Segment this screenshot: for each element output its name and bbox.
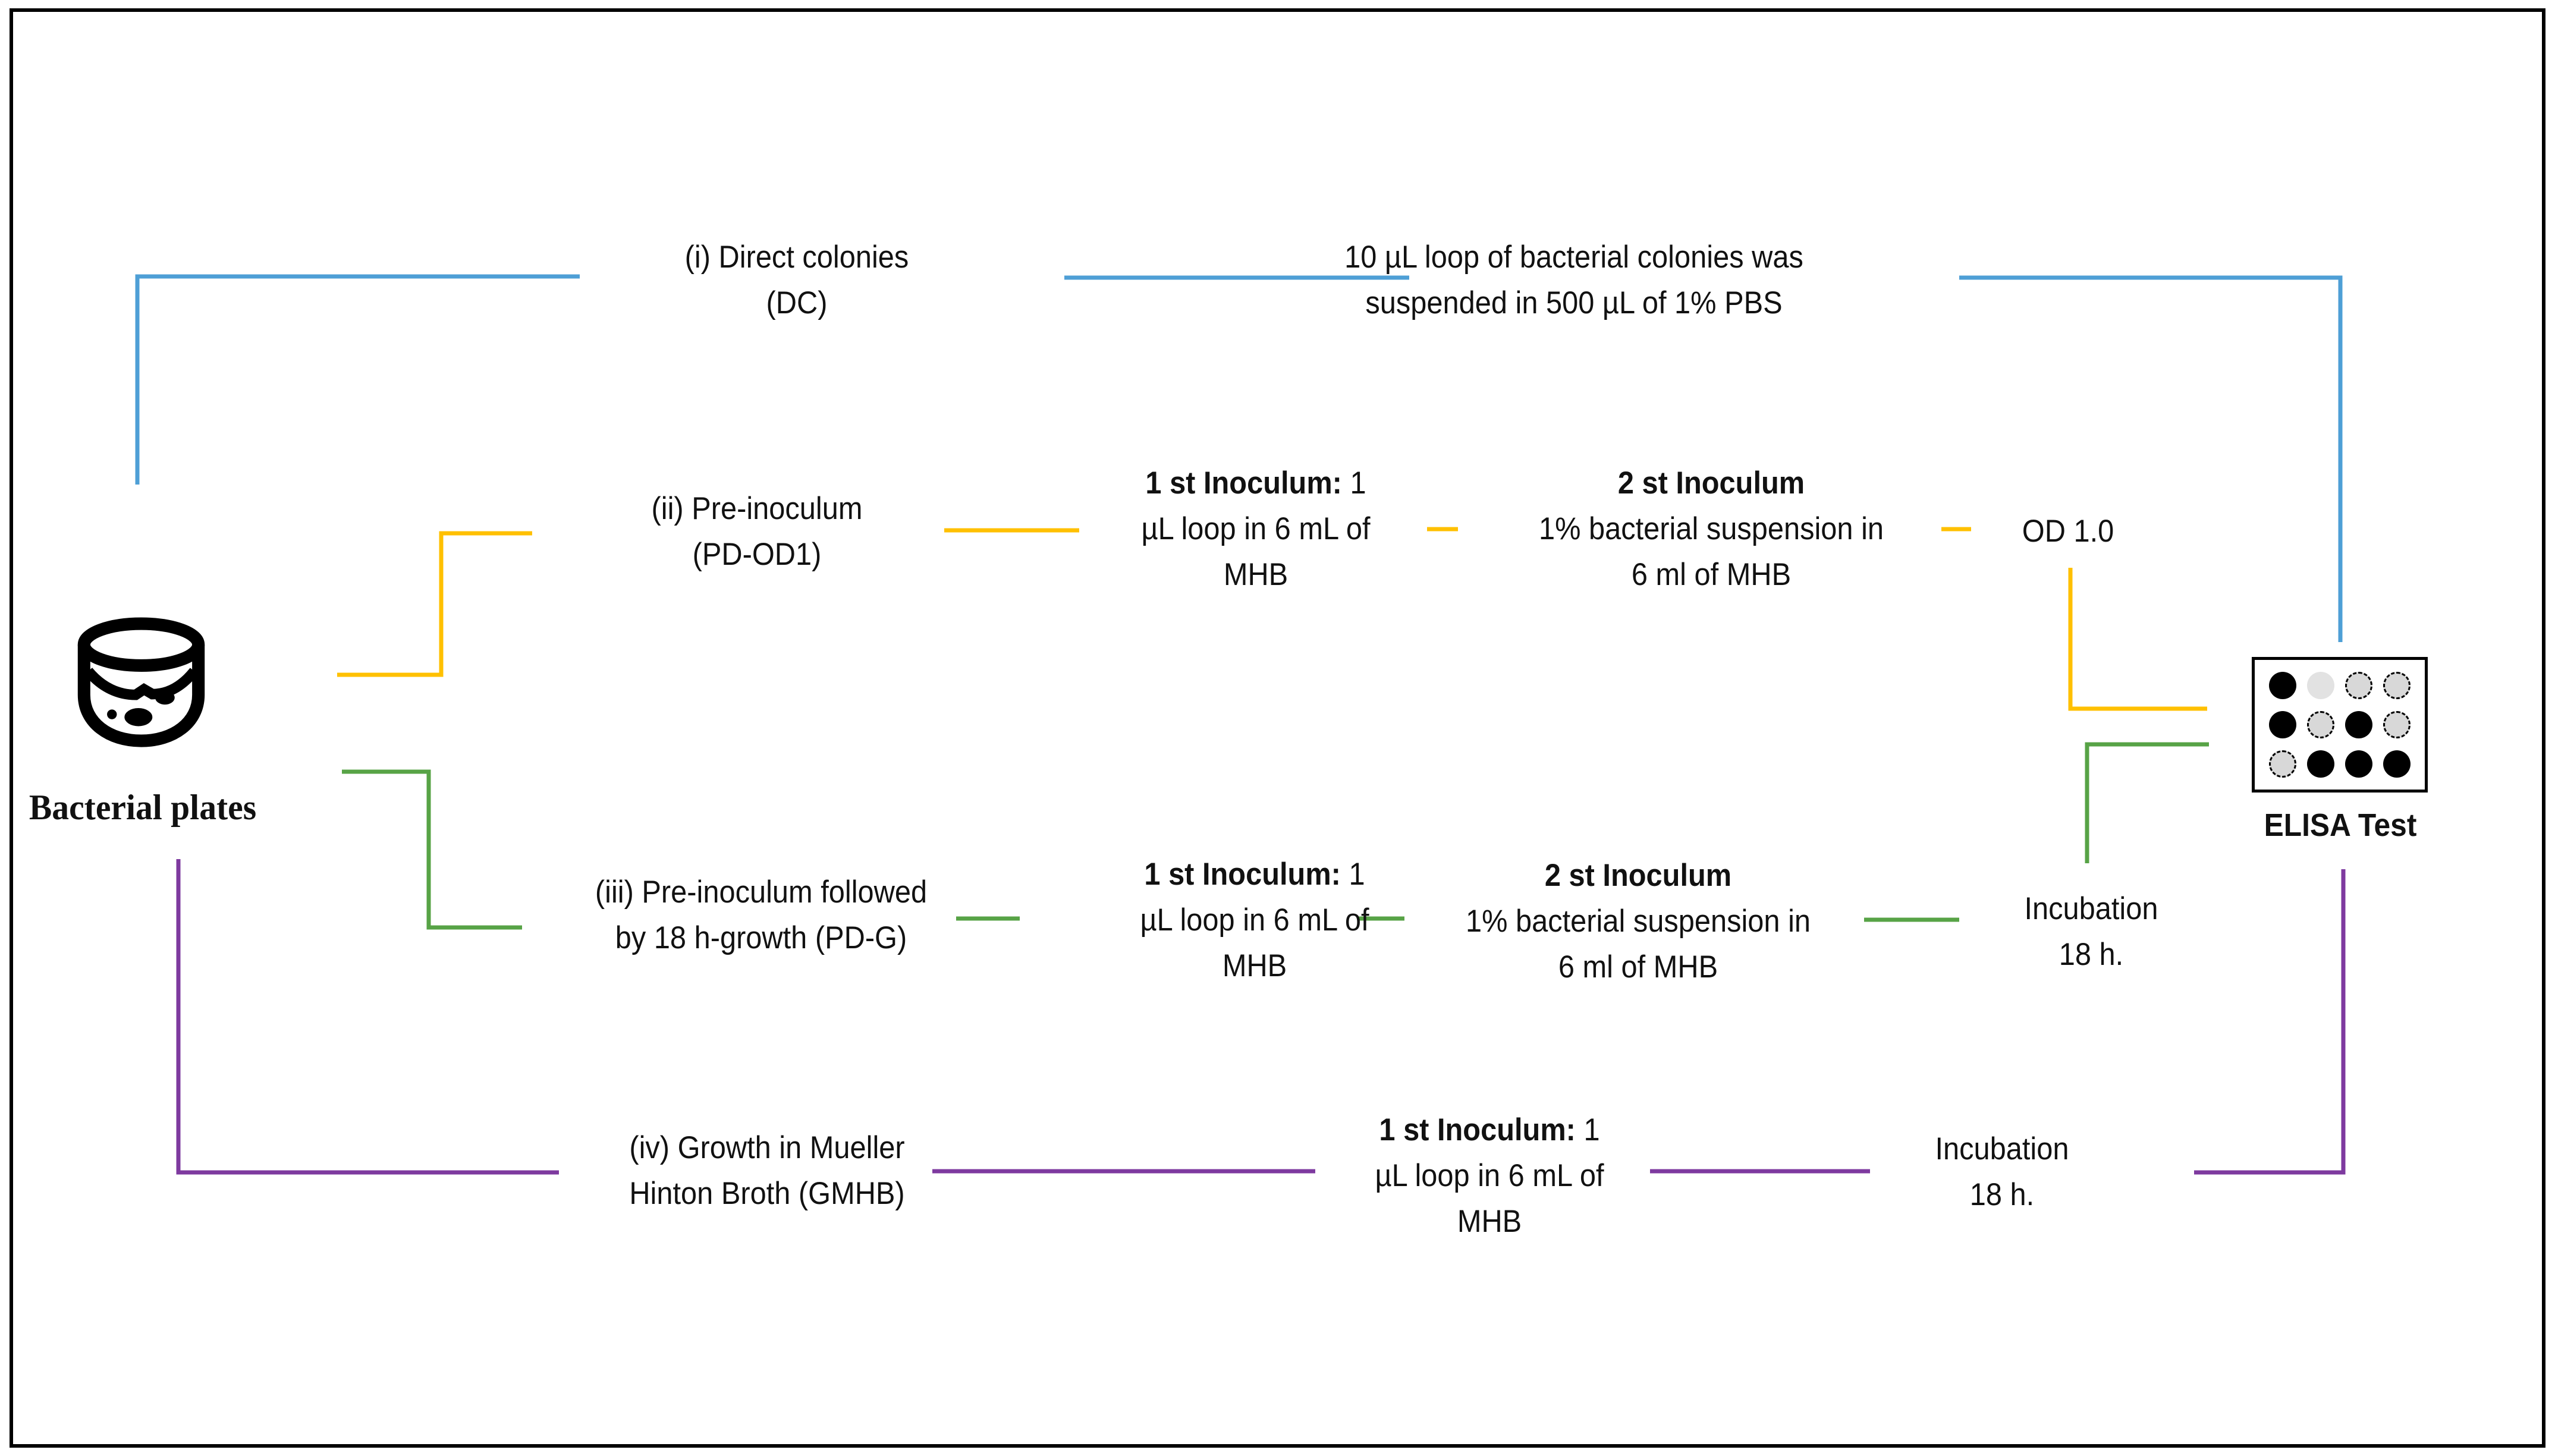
row-iv-step1-line2: µL loop in 6 mL of [1375, 1158, 1604, 1193]
row-iv-incubation: Incubation 18 h. [1935, 1126, 2069, 1218]
row-i-result-line1: 10 µL loop of bacterial colonies was [1344, 240, 1803, 275]
row-iii-label: (iii) Pre-inoculum followed by 18 h-grow… [595, 869, 927, 961]
row-ii-od: OD 1.0 [2022, 514, 2114, 549]
row-ii-step1-heading-rest: 1 [1341, 466, 1366, 501]
row-ii-label: (ii) Pre-inoculum (PD-OD1) [652, 486, 863, 577]
row-i-label: (i) Direct colonies (DC) [685, 234, 909, 326]
arrow-i-from-plates [135, 274, 580, 485]
arrow-iv-to-elisa [2194, 869, 2346, 1175]
row-iv-label: (iv) Growth in Mueller Hinton Broth (GMH… [629, 1125, 904, 1216]
elisa-well-black [2345, 750, 2372, 778]
row-iii-step1-line2: µL loop in 6 mL of [1140, 902, 1369, 938]
row-ii-label-line2: (PD-OD1) [692, 537, 822, 572]
row-iii-step1: 1 st Inoculum: 1 µL loop in 6 mL of MHB [1140, 851, 1369, 989]
elisa-test-label: ELISA Test [2264, 807, 2417, 843]
diagram-border [10, 8, 2545, 1448]
row-iii-step2-line2: 1% bacterial suspension in [1465, 904, 1811, 939]
row-iii-label-line2: by 18 h-growth (PD-G) [615, 920, 907, 955]
row-iv-label-line2: Hinton Broth (GMHB) [629, 1176, 905, 1211]
elisa-well-dashed [2307, 711, 2334, 738]
row-i-label-line1: (i) Direct colonies [684, 240, 909, 275]
row-iv-step1: 1 st Inoculum: 1 µL loop in 6 mL of MHB [1375, 1107, 1604, 1244]
elisa-well-dashed [2345, 672, 2372, 699]
row-ii-step2: 2 st Inoculum 1% bacterial suspension in… [1539, 460, 1884, 598]
elisa-well-dashed [2269, 750, 2296, 778]
elisa-well-gray [2307, 672, 2334, 699]
row-iv-step1-heading: 1 st Inoculum: [1379, 1112, 1576, 1147]
elisa-well-dashed [2383, 711, 2411, 738]
arrow-iii-from-plates [342, 769, 522, 930]
elisa-well-dashed [2383, 672, 2411, 699]
row-iv-incubation-line1: Incubation [1935, 1131, 2069, 1166]
row-iii-step2-heading: 2 st Inoculum [1544, 858, 1732, 893]
row-ii-label-line1: (ii) Pre-inoculum [651, 491, 863, 526]
row-iv-step1-line3: MHB [1457, 1204, 1522, 1239]
row-iii-label-line1: (iii) Pre-inoculum followed [595, 875, 928, 910]
row-iv-label-line1: (iv) Growth in Mueller [629, 1130, 905, 1165]
row-iii-incubation-line2: 18 h. [2059, 937, 2124, 972]
row-ii-step1-line3: MHB [1223, 557, 1289, 592]
elisa-well-black [2345, 711, 2372, 738]
row-ii-step2-line2: 1% bacterial suspension in [1538, 511, 1884, 546]
row-ii-step1-line2: µL loop in 6 mL of [1141, 511, 1371, 546]
petri-dish-icon [77, 617, 205, 747]
row-ii-step1-heading: 1 st Inoculum: [1145, 466, 1342, 501]
row-i-result-line2: suspended in 500 µL of 1% PBS [1365, 285, 1783, 320]
row-ii-step2-line3: 6 ml of MHB [1631, 557, 1792, 592]
row-iii-incubation: Incubation 18 h. [2024, 886, 2158, 977]
row-i-label-line2: (DC) [766, 285, 828, 320]
elisa-well-black [2269, 711, 2296, 738]
row-iii-step2-line3: 6 ml of MHB [1558, 949, 1718, 985]
row-iv-step1-heading-rest: 1 [1575, 1112, 1600, 1147]
row-i-result: 10 µL loop of bacterial colonies was sus… [1344, 234, 1803, 326]
elisa-well-black [2383, 750, 2411, 778]
elisa-well-black [2307, 750, 2334, 778]
elisa-well-black [2269, 672, 2296, 699]
row-ii-step2-heading: 2 st Inoculum [1617, 466, 1805, 501]
arrow-iv-from-plates [176, 859, 559, 1175]
row-iii-incubation-line1: Incubation [2024, 891, 2158, 926]
bacterial-plates-label: Bacterial plates [29, 788, 257, 827]
arrow-i-to-elisa [1959, 275, 2343, 642]
row-iii-step1-line3: MHB [1222, 948, 1287, 983]
arrow-iii-incubation-to-elisa [2085, 742, 2209, 863]
row-iii-step2: 2 st Inoculum 1% bacterial suspension in… [1466, 853, 1811, 990]
row-ii-step1: 1 st Inoculum: 1 µL loop in 6 mL of MHB [1142, 460, 1371, 598]
elisa-plate-icon [2252, 657, 2428, 793]
arrow-ii-from-plates [337, 531, 532, 677]
row-iii-step1-heading-rest: 1 [1340, 857, 1365, 892]
row-iii-step1-heading: 1 st Inoculum: [1144, 857, 1341, 892]
arrow-ii-od-to-elisa [2068, 568, 2207, 711]
row-iv-incubation-line2: 18 h. [1969, 1177, 2035, 1212]
